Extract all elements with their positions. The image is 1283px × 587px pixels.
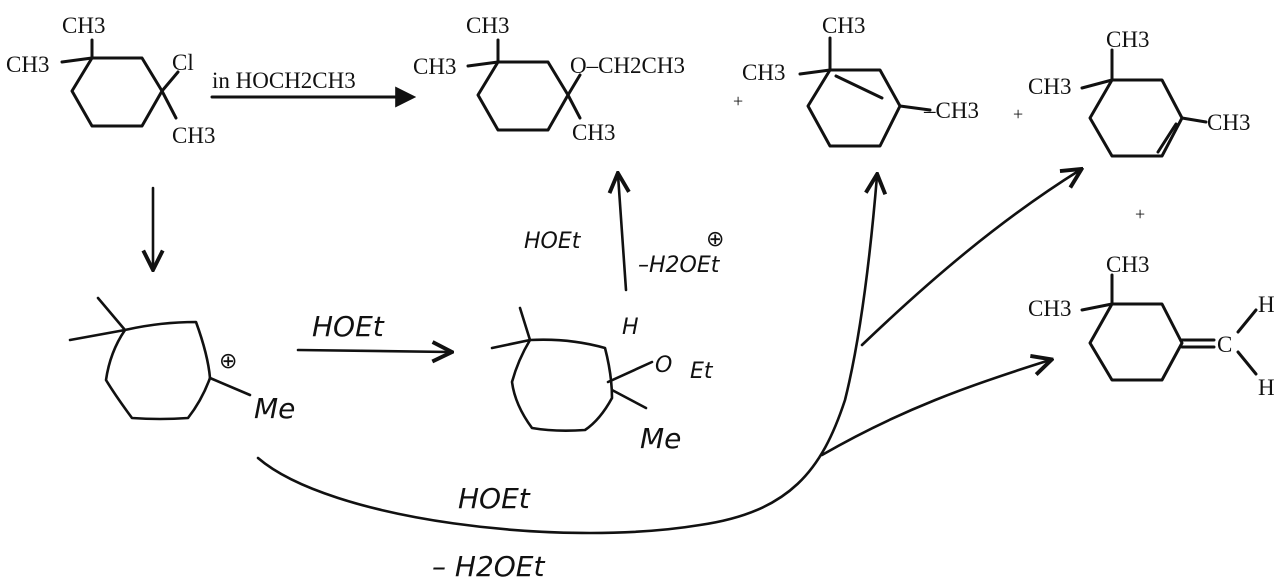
deprotonation-charge: ⊕ — [706, 227, 724, 252]
oxonium-ring — [510, 338, 614, 432]
ether-methyl-bottom: CH3 — [572, 120, 615, 145]
plus-sign-1: + — [733, 91, 743, 111]
alkene-3-h-top: H — [1258, 292, 1275, 317]
alkene-2-methyl-left: CH3 — [1028, 74, 1071, 99]
oxonium-hydrogen: H — [622, 315, 639, 340]
reactant-methyl-bottom: CH3 — [172, 123, 215, 148]
oxonium-ethyl: Et — [690, 359, 714, 384]
reactant-methyl-left: CH3 — [6, 52, 49, 77]
plus-sign-2: + — [1013, 104, 1023, 124]
alkene-2-molecule: CH3 CH3 CH3 — [1028, 27, 1250, 158]
deprotonation-arrow — [618, 175, 626, 292]
reactant-methyl-top: CH3 — [62, 13, 105, 38]
ether-ring — [476, 60, 570, 132]
attack-arrow — [296, 350, 450, 352]
alkene-3-methyl-left: CH3 — [1028, 296, 1071, 321]
oxonium-oxygen: O — [655, 353, 672, 378]
reactant-chloro: Cl — [172, 50, 194, 75]
ether-ethoxy-group: O–CH2CH3 — [570, 53, 685, 78]
elimination-branch-alkene-3 — [820, 360, 1050, 457]
elimination-byproduct: – H2OEt — [432, 550, 546, 583]
elimination-solvent: HOEt — [458, 482, 531, 515]
reactant-molecule: CH3 CH3 Cl CH3 — [6, 13, 215, 148]
attack-reagent: HOEt — [312, 310, 385, 343]
carbocation-ring — [104, 320, 212, 421]
plus-sign-3: + — [1135, 204, 1145, 224]
alkene-1-molecule: CH3 CH3 –CH3 — [742, 13, 979, 148]
alkene-3-carbon: C — [1217, 332, 1232, 357]
alkene-3-h-bottom: H — [1258, 375, 1275, 400]
carbocation-charge: ⊕ — [219, 349, 237, 374]
carbocation-methyl: Me — [254, 392, 295, 425]
alkene-2-ring — [1088, 78, 1184, 158]
alkene-1-ring — [806, 68, 902, 148]
deprotonation-base: HOEt — [524, 229, 582, 254]
reaction-conditions: in HOCH2CH3 — [212, 68, 356, 93]
carbocation-intermediate: ⊕ Me — [68, 296, 295, 425]
alkene-2-methyl-right: CH3 — [1207, 110, 1250, 135]
alkene-1-methyl-top: CH3 — [822, 13, 865, 38]
oxonium-intermediate: H O Et Me — [490, 306, 714, 455]
elimination-branch-alkene-2 — [860, 170, 1080, 347]
alkene-1-methyl-right: –CH3 — [923, 98, 979, 123]
alkene-2-methyl-top: CH3 — [1106, 27, 1149, 52]
ether-methyl-top: CH3 — [466, 13, 509, 38]
ether-methyl-left: CH3 — [413, 54, 456, 79]
alkene-3-methyl-top: CH3 — [1106, 252, 1149, 277]
alkene-3-ring — [1088, 302, 1184, 382]
deprotonation-byproduct: –H2OEt — [638, 253, 721, 278]
alkene-1-methyl-left: CH3 — [742, 60, 785, 85]
alkene-3-molecule: CH3 CH3 C H H — [1028, 252, 1275, 400]
elimination-curve — [256, 176, 877, 535]
ether-product-molecule: CH3 CH3 O–CH2CH3 CH3 — [413, 13, 685, 145]
oxonium-methyl: Me — [640, 422, 681, 455]
reactant-ring — [70, 56, 164, 128]
